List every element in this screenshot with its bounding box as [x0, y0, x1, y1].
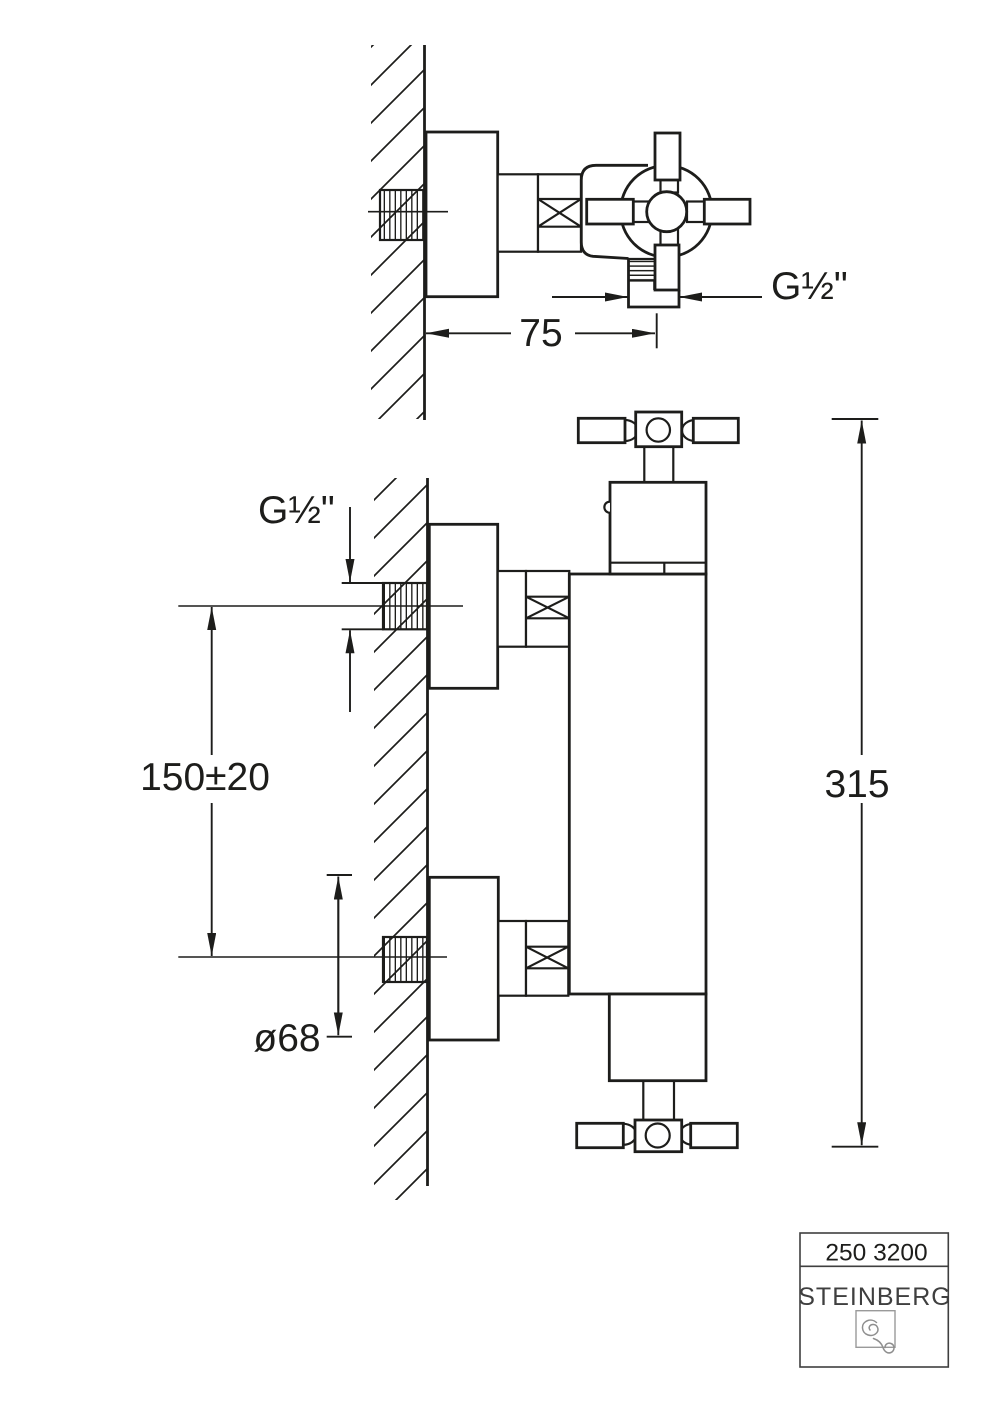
- lower-valve-symbol: [524, 919, 570, 997]
- handle-spoke-west: [585, 197, 635, 226]
- lower-union-nut: [497, 919, 528, 997]
- upper-handle-ball: [645, 417, 672, 443]
- lower-cross-handle: [575, 1118, 739, 1154]
- dim-outlet-thread-label: G½": [771, 265, 848, 308]
- valve-symbol-top-view: [536, 173, 583, 253]
- temperature-stop-button: [603, 500, 611, 514]
- dim-connection-spacing-label: 150±20: [140, 756, 270, 799]
- top-view: G½" 75: [368, 45, 848, 420]
- article-number: 250 3200: [825, 1240, 927, 1267]
- upper-cross-handle: [576, 410, 740, 449]
- dim-outlet-thread: G½": [552, 265, 848, 308]
- upper-cartridge-housing: [603, 480, 708, 576]
- lower-handle-spoke-east: [689, 1121, 739, 1150]
- mixer-body: [567, 572, 708, 996]
- dim-escutcheon-diameter: ø68: [253, 874, 352, 1060]
- handle-spoke-north: [653, 131, 682, 182]
- dim-inlet-thread-label: G½": [258, 489, 335, 532]
- upper-valve-symbol: [524, 569, 571, 648]
- upper-union-nut: [496, 569, 528, 648]
- lower-handle-spoke-west: [575, 1121, 625, 1150]
- cross-handle-top-view: [585, 131, 752, 292]
- handle-spoke-east: [702, 197, 752, 226]
- dim-overall-height: 315: [824, 418, 890, 1148]
- title-block: 250 3200 STEINBERG: [798, 1232, 951, 1368]
- valve-body-top-view: [579, 163, 648, 260]
- lower-handle-ball: [644, 1122, 671, 1149]
- escutcheon-top-view: [424, 130, 500, 299]
- lower-inlet-thread: [381, 935, 429, 984]
- dim-overall-height-label: 315: [824, 763, 889, 806]
- inlet-thread-top-view: [378, 188, 426, 242]
- lower-escutcheon: [427, 875, 500, 1042]
- brand-name: STEINBERG: [798, 1283, 951, 1311]
- upper-handle-stem: [643, 445, 675, 484]
- dim-connection-spacing: 150±20: [140, 607, 270, 956]
- upper-handle-spoke-west: [576, 416, 627, 445]
- connector-section-top-view: [496, 173, 540, 253]
- dim-inlet-thread: G½": [258, 489, 384, 712]
- handle-neck-east: [685, 200, 706, 224]
- dim-escutcheon-diameter-label: ø68: [253, 1017, 320, 1060]
- upper-handle-spoke-east: [691, 416, 740, 445]
- dim-width-75: 75: [426, 312, 658, 355]
- lower-cartridge-housing: [607, 992, 708, 1083]
- handle-hub-circle: [645, 190, 689, 234]
- handle-spoke-south: [653, 243, 681, 292]
- front-view: G½" 150±20 ø68 315: [140, 410, 890, 1200]
- lower-handle-stem: [642, 1079, 676, 1122]
- dim-width-75-label: 75: [519, 312, 562, 355]
- title-block-border: [799, 1232, 950, 1368]
- steinberg-logo-icon: [855, 1309, 896, 1354]
